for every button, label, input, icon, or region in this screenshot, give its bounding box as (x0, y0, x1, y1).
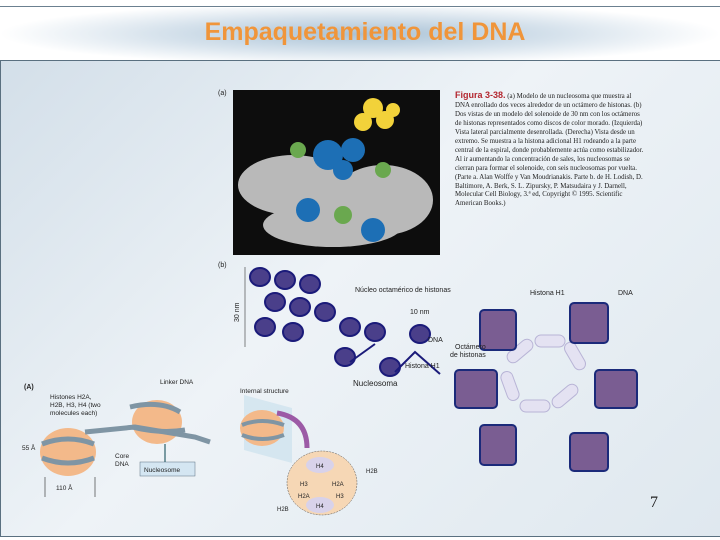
core-dna-label-2: DNA (115, 461, 129, 468)
nucleosome-disc (339, 317, 361, 337)
octamer-label-1: Octámero (455, 344, 486, 351)
histones-label-3: molecules each) (50, 410, 97, 417)
core-dna-label-1: Core (115, 453, 129, 460)
nucleosome-cylinder (569, 432, 609, 472)
h4-top-label: H4 (316, 464, 324, 470)
octamer-label-2: de histonas (450, 352, 486, 359)
top-rule (0, 6, 720, 7)
solenoid-side-view: 30 nm Núcleo octamérico de histonas 10 n… (234, 267, 451, 388)
h1-label: Histona H1 (405, 363, 440, 370)
solenoid-end-view: Histona H1 DNA Octámero de histonas (450, 290, 638, 472)
linker-label: Linker DNA (160, 379, 194, 386)
nucleosome-cylinder (479, 424, 517, 466)
nucleosome-disc (364, 322, 386, 342)
nucleosome-label: Nucleosoma (353, 379, 398, 388)
h3-left-label: H3 (300, 482, 308, 488)
figure-label-A: (A) (24, 384, 34, 391)
histones-label-2: H2B, H3, H4 (two (50, 402, 101, 409)
dna-label: DNA (428, 337, 443, 344)
height-label: 30 nm (234, 302, 241, 322)
caption-heading: Figura 3-38. (455, 90, 506, 100)
width-label: 10 nm (410, 309, 430, 316)
end-h1-label: Histona H1 (530, 290, 565, 297)
nucleosome-disc (299, 274, 321, 294)
caption-text: (a) Modelo de un nucleosoma que muestra … (455, 93, 644, 208)
nucleosome-disc (282, 322, 304, 342)
figure-label-b: (b) (218, 262, 227, 269)
nucleosome-disc (314, 302, 336, 322)
figure-caption: Figura 3-38. (a) Modelo de un nucleosoma… (455, 91, 647, 209)
nucleosome-diagram: (A) Histones H2A, H2B, H3, H4 (two molec… (22, 379, 211, 497)
internal-structure-diagram: Internal structure H4 H3 H2A H2A H3 H4 H… (240, 388, 378, 516)
page-number: 7 (650, 494, 658, 511)
nucleosome-disc (409, 324, 431, 344)
nucleosome-disc (379, 357, 401, 377)
internal-structure-label: Internal structure (240, 388, 289, 395)
title-bar (0, 8, 720, 60)
nucleosome-disc (254, 317, 276, 337)
nucleosome-disc (289, 297, 311, 317)
figure-label-a: (a) (218, 90, 227, 97)
h2b-left-label: H2B (277, 507, 289, 513)
nucleosome-disc (264, 292, 286, 312)
h2b-right-label: H2B (366, 469, 378, 475)
nucleosome-cylinder (569, 302, 609, 344)
nucleosome-box-label: Nucleosome (144, 467, 181, 474)
nucleosome-model-image (233, 90, 440, 255)
nucleosome-cylinder (454, 369, 498, 409)
h3-right-label: H3 (336, 494, 344, 500)
h2a-right-label: H2A (332, 482, 344, 488)
nucleosome-disc (334, 347, 356, 367)
nucleosome-cylinder (479, 309, 517, 351)
nucleosome-disc (249, 267, 271, 287)
nucleosome-cylinder (594, 369, 638, 409)
end-dna-label: DNA (618, 290, 633, 297)
slide-title: Empaquetamiento del DNA (204, 18, 526, 46)
nucleosome-disc (274, 270, 296, 290)
histones-label-1: Histones H2A, (50, 394, 92, 401)
h4-bottom-label: H4 (316, 504, 324, 510)
dim-height-label: 55 Å (22, 443, 36, 452)
core-label: Núcleo octamérico de histonas (355, 287, 451, 294)
dim-width-label: 110 Å (56, 483, 73, 492)
h2a-left-label: H2A (298, 494, 310, 500)
